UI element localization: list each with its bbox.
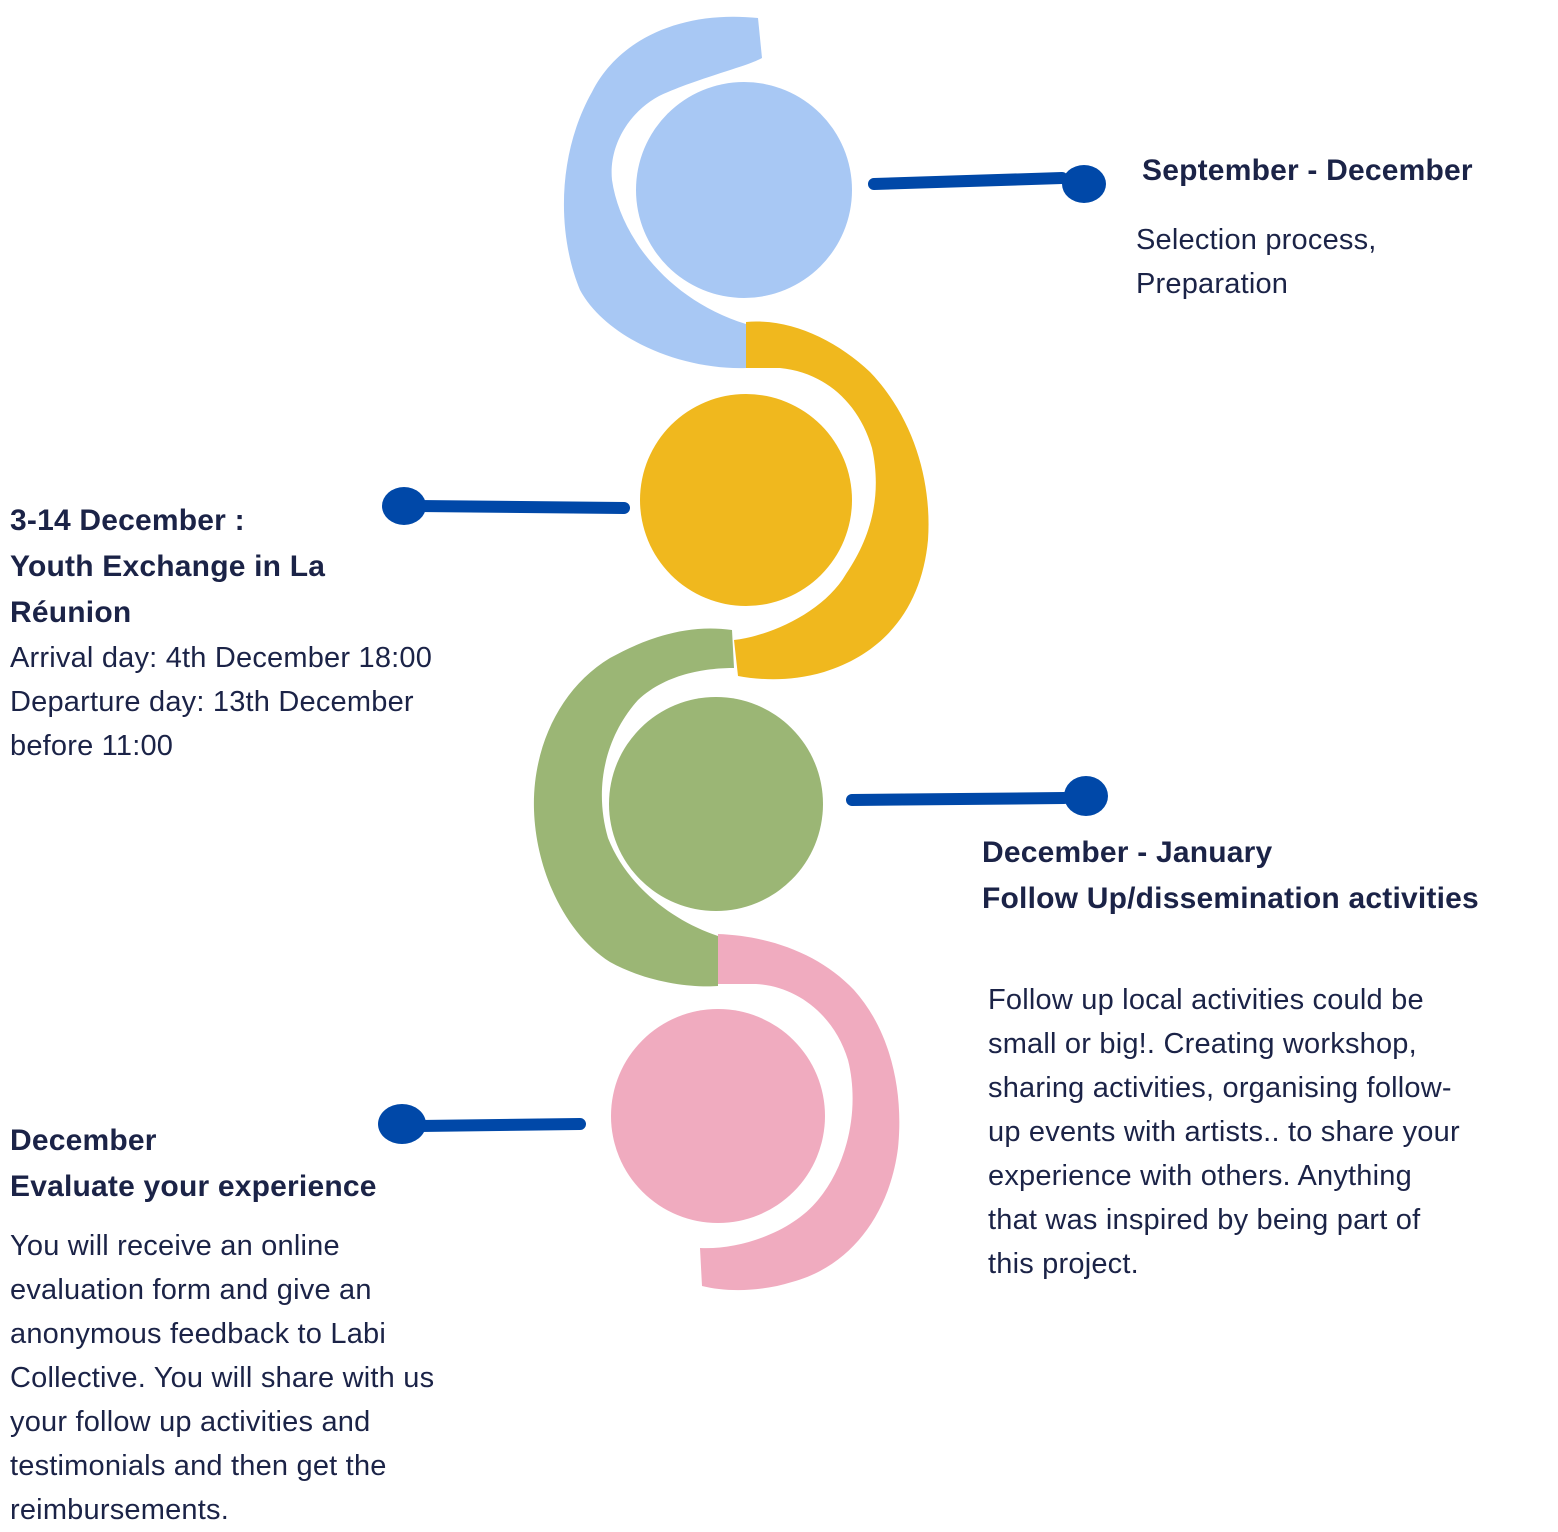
pink-arc (700, 934, 900, 1291)
connector-3 (846, 776, 1108, 816)
blue-circle (636, 82, 852, 298)
green-circle (609, 697, 823, 911)
step-follow-up: December - January Follow Up/disseminati… (982, 830, 1556, 1286)
step-title: 3-14 December : Youth Exchange in La Réu… (10, 504, 326, 629)
step-title: December Evaluate your experience (10, 1124, 377, 1203)
step-youth-exchange: 3-14 December : Youth Exchange in La Réu… (10, 498, 530, 768)
step-title: September - December (1142, 154, 1473, 187)
yellow-circle (640, 394, 852, 606)
step-description: Selection process, Preparation (1136, 224, 1377, 300)
step-description: Arrival day: 4th December 18:00 Departur… (10, 642, 433, 762)
blue-arc (563, 16, 762, 369)
yellow-arc (734, 321, 929, 680)
step-description: You will receive an online evaluation fo… (10, 1230, 435, 1526)
step-title: December - January Follow Up/disseminati… (982, 836, 1479, 915)
connector-4 (378, 1104, 586, 1144)
step-description: Follow up local activities could be smal… (988, 984, 1460, 1280)
connector-2 (382, 487, 630, 525)
step-evaluation: December Evaluate your experience You wi… (10, 1118, 530, 1532)
step-september-december: September - December Selection process, … (1136, 148, 1552, 306)
pink-circle (611, 1009, 825, 1223)
connector-1 (868, 165, 1106, 203)
green-arc (533, 628, 734, 987)
